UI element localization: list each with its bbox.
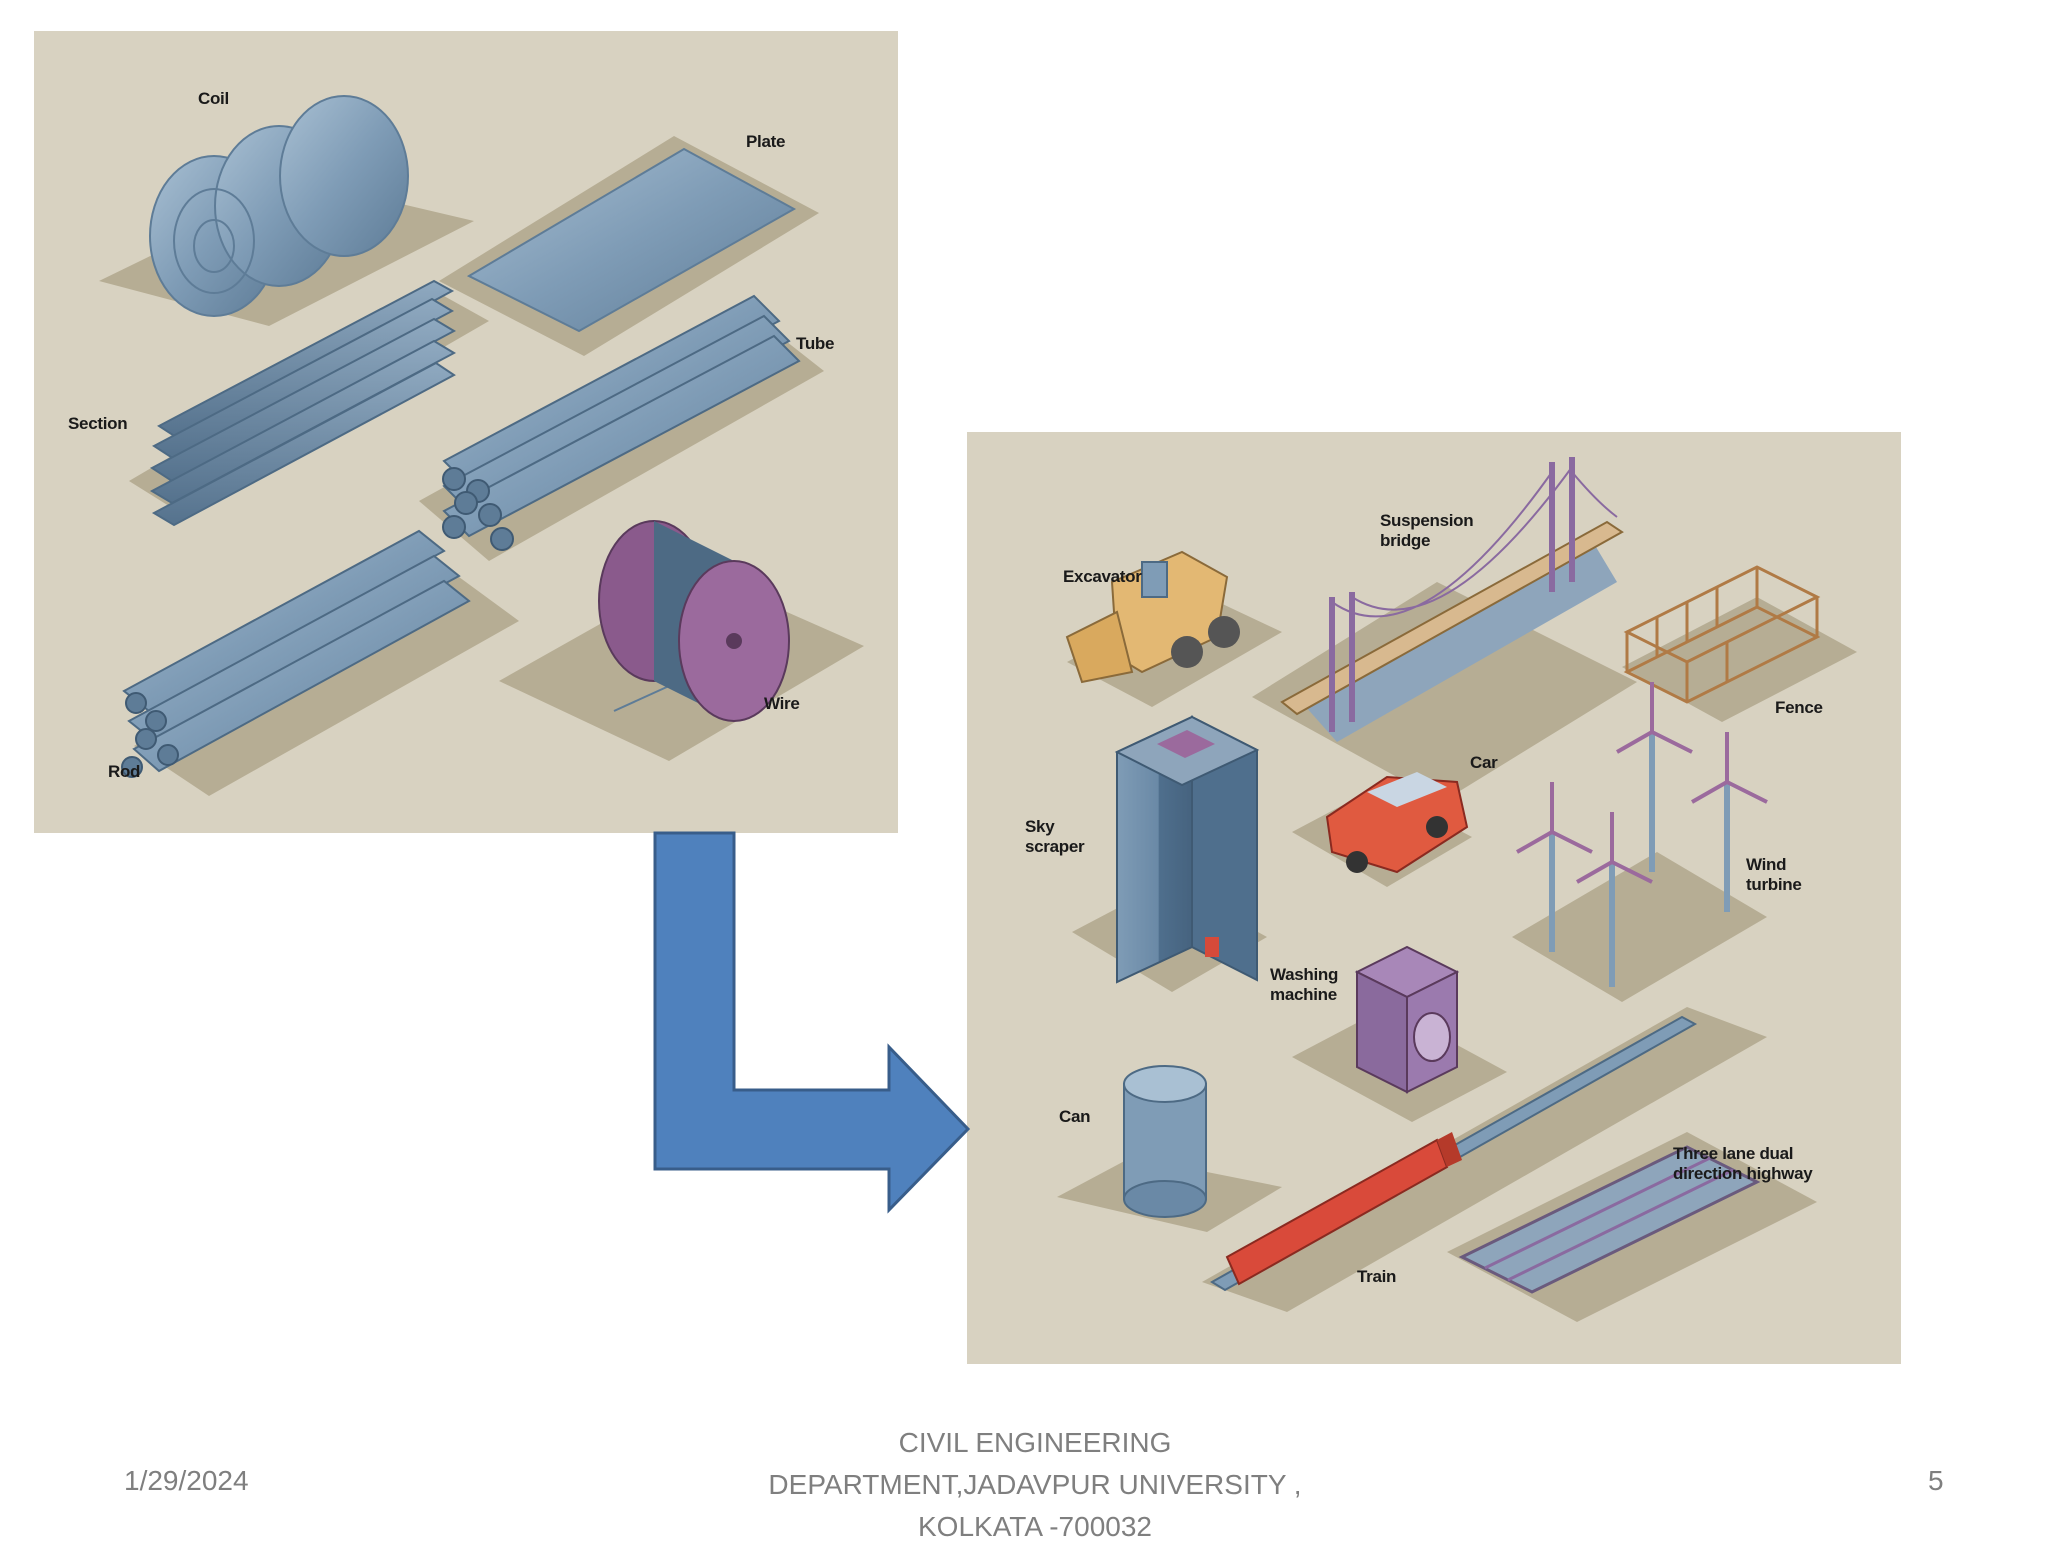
train-label: Train (1357, 1267, 1396, 1286)
coil-label: Coil (198, 89, 229, 108)
wire-label: Wire (764, 694, 800, 713)
suspension-bridge-illustration (1252, 457, 1637, 802)
excavator-label: Excavator (1063, 567, 1142, 586)
excavator-illustration (1065, 550, 1282, 707)
wind-turbine-illustration (1512, 682, 1768, 1002)
car-illustration (1292, 772, 1472, 887)
footer-department-line: KOLKATA -700032 (918, 1511, 1152, 1542)
skyscraper-illustration (1072, 715, 1267, 992)
raw-steel-forms-illustration: Coil Plate Section Tube (34, 31, 898, 833)
tube-label: Tube (796, 334, 834, 353)
plate-label: Plate (746, 132, 785, 151)
car-label: Car (1470, 753, 1498, 772)
coil-illustration (99, 95, 474, 326)
highway-label: Three lane dual direction highway (1673, 1144, 1813, 1183)
can-label: Can (1059, 1107, 1090, 1126)
plate-illustration (439, 136, 819, 356)
wire-reel-illustration (499, 520, 864, 761)
sky-scraper-label: Sky scraper (1025, 817, 1085, 856)
footer-department-line: DEPARTMENT,JADAVPUR UNIVERSITY , (768, 1469, 1302, 1500)
suspension-bridge-label: Suspension bridge (1380, 511, 1478, 550)
footer-department-line: CIVIL ENGINEERING (898, 1427, 1172, 1458)
section-label: Section (68, 414, 127, 433)
products-drawing: Excavator Suspension bridge Fence (1025, 457, 1857, 1322)
rod-illustration (121, 529, 519, 796)
section-illustration (129, 279, 489, 527)
train-illustration (1202, 1007, 1767, 1312)
steel-products-illustration: Excavator Suspension bridge Fence (967, 432, 1901, 1364)
fence-illustration (1622, 565, 1857, 722)
footer-department: CIVIL ENGINEERING DEPARTMENT,JADAVPUR UN… (690, 1422, 1380, 1548)
washing-machine-label: Washing machine (1270, 965, 1343, 1004)
page-number: 5 (1928, 1465, 1944, 1496)
rod-label: Rod (108, 762, 140, 781)
footer-date: 1/29/2024 (124, 1465, 249, 1496)
tube-illustration (419, 294, 824, 561)
can-illustration (1057, 1065, 1282, 1232)
fence-label: Fence (1775, 698, 1823, 717)
washing-machine-illustration (1292, 945, 1507, 1122)
highway-illustration (1447, 1132, 1817, 1322)
wind-turbine-label: Wind turbine (1746, 855, 1802, 894)
raw-forms-drawing: Coil Plate Section Tube (68, 89, 864, 796)
